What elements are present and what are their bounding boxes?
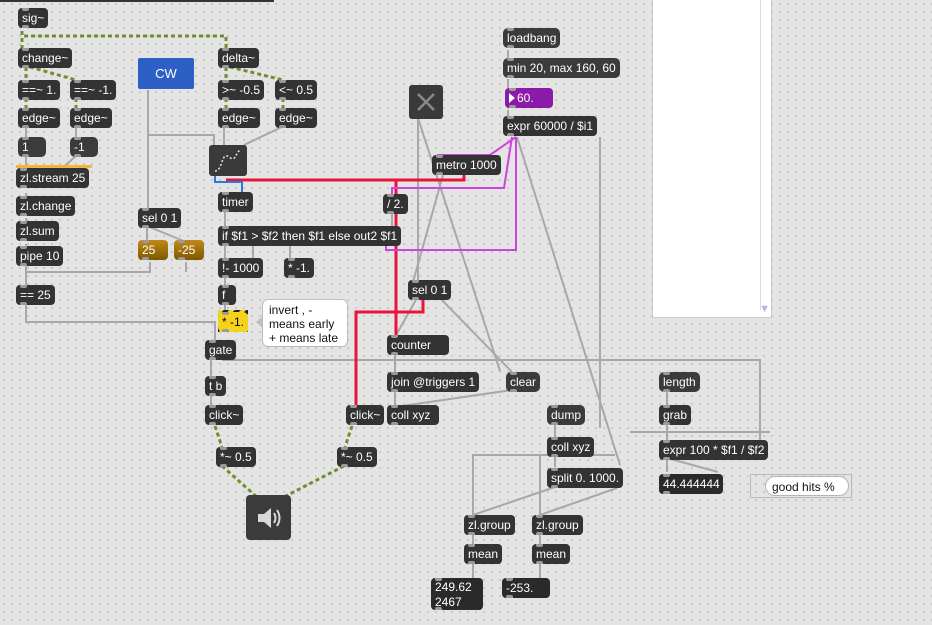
equals-25-object[interactable]: == 25: [16, 285, 55, 305]
speaker-icon[interactable]: [246, 495, 291, 540]
multiply-object[interactable]: * -1.: [284, 258, 315, 278]
scrollbar[interactable]: [760, 0, 769, 310]
counter-object[interactable]: counter: [387, 335, 449, 355]
side-panel: ▼: [652, 0, 772, 318]
change-object[interactable]: change~: [18, 48, 73, 68]
scroll-down-icon[interactable]: ▼: [759, 303, 770, 315]
mean-object[interactable]: mean: [464, 544, 503, 564]
dump-message[interactable]: dump: [547, 405, 586, 425]
number-box-minus-25[interactable]: -25: [174, 240, 204, 260]
coll-object[interactable]: coll xyz: [547, 437, 595, 457]
pipe-object[interactable]: pipe 10: [16, 246, 64, 266]
sig-object[interactable]: sig~: [18, 8, 49, 28]
grab-object[interactable]: grab: [659, 405, 692, 425]
clear-message[interactable]: clear: [506, 372, 541, 392]
metro-object[interactable]: metro 1000: [432, 155, 501, 175]
mean-late-number-box[interactable]: -253.: [502, 578, 550, 598]
invert-message[interactable]: * -1.: [218, 312, 249, 332]
gate-object[interactable]: gate: [205, 340, 237, 360]
zl-sum-object[interactable]: zl.sum: [16, 221, 59, 241]
tempo-number-box[interactable]: 60.: [505, 88, 553, 108]
multiply-signal-object[interactable]: *~ 0.5: [216, 447, 256, 467]
comment-line: invert , -: [269, 303, 313, 317]
mean-object[interactable]: mean: [532, 544, 571, 564]
minus-one-message[interactable]: -1: [70, 137, 98, 157]
sel-object[interactable]: sel 0 1: [408, 280, 452, 300]
click-object[interactable]: click~: [346, 405, 385, 425]
cw-button[interactable]: CW: [138, 58, 194, 89]
if-expression-object[interactable]: if $f1 > $f2 then $f1 else out2 $f1: [218, 226, 402, 246]
trigger-object[interactable]: t b: [205, 376, 227, 396]
zl-stream-object[interactable]: zl.stream 25: [16, 168, 90, 188]
edge-object[interactable]: edge~: [70, 108, 112, 128]
number-box-25[interactable]: 25: [138, 240, 168, 260]
selection-highlight: [16, 165, 92, 168]
edge-object[interactable]: edge~: [18, 108, 60, 128]
equals-minus-one-object[interactable]: ==~ -1.: [70, 80, 117, 100]
comment-frame: [750, 474, 852, 498]
loadbang-object[interactable]: loadbang: [503, 28, 561, 48]
expr-percent-object[interactable]: expr 100 * $f1 / $f2: [659, 440, 769, 460]
one-message[interactable]: 1: [18, 137, 46, 157]
top-bar: [0, 0, 274, 2]
greater-than-object[interactable]: >~ -0.5: [218, 80, 265, 100]
zl-change-object[interactable]: zl.change: [16, 196, 76, 216]
delta-object[interactable]: delta~: [218, 48, 260, 68]
min-max-message[interactable]: min 20, max 160, 60: [503, 58, 620, 78]
percent-number-box[interactable]: 44.444444: [659, 474, 723, 494]
edge-object[interactable]: edge~: [218, 108, 260, 128]
equals-one-object[interactable]: ==~ 1.: [18, 80, 61, 100]
edge-object[interactable]: edge~: [275, 108, 317, 128]
float-object[interactable]: f: [218, 285, 236, 305]
comment-line: means early: [269, 317, 335, 331]
close-x-icon[interactable]: [409, 85, 443, 119]
good-hits-comment: good hits %: [765, 476, 849, 496]
timer-object[interactable]: timer: [218, 192, 253, 212]
mean-early-number-box[interactable]: 249.62 2467: [431, 578, 483, 610]
divide-object[interactable]: / 2.: [383, 194, 408, 214]
mean-value-line: 2467: [435, 595, 462, 609]
mean-value-line: 249.62: [435, 580, 472, 594]
reverse-minus-object[interactable]: !- 1000: [218, 258, 264, 278]
split-object[interactable]: split 0. 1000.: [547, 468, 624, 488]
invert-comment: invert , - means early + means late: [256, 299, 348, 347]
zl-group-object[interactable]: zl.group: [464, 515, 515, 535]
click-object[interactable]: click~: [205, 405, 244, 425]
zl-group-object[interactable]: zl.group: [532, 515, 583, 535]
length-message[interactable]: length: [659, 372, 700, 392]
less-than-object[interactable]: <~ 0.5: [275, 80, 318, 100]
multiply-signal-object[interactable]: *~ 0.5: [337, 447, 377, 467]
comment-line: + means late: [269, 331, 339, 345]
sel-object[interactable]: sel 0 1: [138, 208, 182, 228]
join-object[interactable]: join @triggers 1: [387, 372, 480, 392]
expr-tempo-object[interactable]: expr 60000 / $i1: [503, 116, 598, 136]
coll-object[interactable]: coll xyz: [387, 405, 439, 425]
function-curve-icon[interactable]: [209, 145, 247, 176]
